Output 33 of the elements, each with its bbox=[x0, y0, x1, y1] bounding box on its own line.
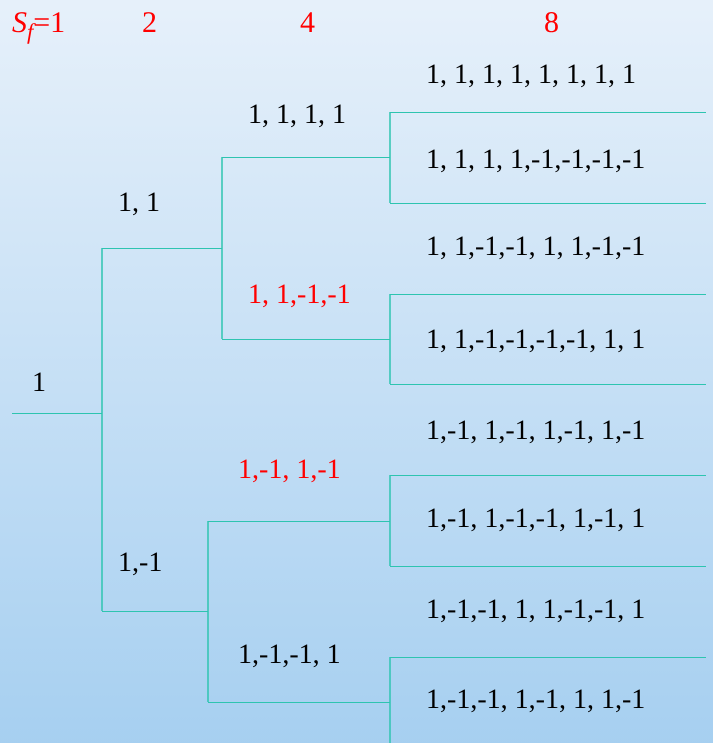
code-label: 1,-1,-1, 1,-1, 1, 1,-1 bbox=[426, 684, 646, 716]
code-label: 1, 1,-1,-1,-1,-1, 1, 1 bbox=[426, 324, 646, 356]
code-label: 1, 1,-1,-1, 1, 1,-1,-1 bbox=[426, 231, 646, 263]
tree-connector bbox=[389, 521, 391, 567]
tree-connector bbox=[389, 157, 391, 204]
tree-connector bbox=[389, 111, 391, 157]
tree-connector bbox=[389, 474, 391, 521]
tree-connector bbox=[207, 611, 209, 703]
tree-connector bbox=[389, 339, 391, 385]
code-label: 1,-1, 1,-1,-1, 1,-1, 1 bbox=[426, 503, 646, 535]
code-label: 1, 1, 1, 1 bbox=[248, 99, 346, 131]
spreading-factor-label: S$_{f}$=1 bbox=[12, 6, 66, 46]
code-label: 1, 1 bbox=[118, 187, 160, 219]
tree-connector bbox=[207, 520, 209, 611]
tree-connector bbox=[101, 413, 103, 612]
tree-connector bbox=[389, 656, 391, 702]
code-label: 1,-1,-1, 1 bbox=[238, 639, 341, 671]
tree-connector bbox=[389, 293, 391, 339]
tree-connector bbox=[221, 248, 223, 340]
tree-connector bbox=[389, 702, 391, 743]
code-label: 1 bbox=[32, 367, 46, 399]
code-label: 1, 1, 1, 1,-1,-1,-1,-1 bbox=[426, 144, 646, 176]
code-label: 1, 1, 1, 1, 1, 1, 1, 1 bbox=[426, 59, 636, 91]
tree-connector bbox=[221, 156, 223, 248]
spreading-factor-value: 2 bbox=[142, 6, 157, 40]
code-label: 1,-1,-1, 1, 1,-1,-1, 1 bbox=[426, 594, 646, 626]
code-label: 1,-1 bbox=[118, 547, 162, 579]
tree-connector bbox=[101, 247, 103, 413]
spreading-factor-value: 8 bbox=[544, 6, 559, 40]
spreading-factor-value: 4 bbox=[300, 6, 315, 40]
code-label: 1,-1, 1,-1 bbox=[238, 454, 341, 486]
code-label: 1,-1, 1,-1, 1,-1, 1,-1 bbox=[426, 415, 646, 447]
code-label: 1, 1,-1,-1 bbox=[248, 279, 351, 311]
